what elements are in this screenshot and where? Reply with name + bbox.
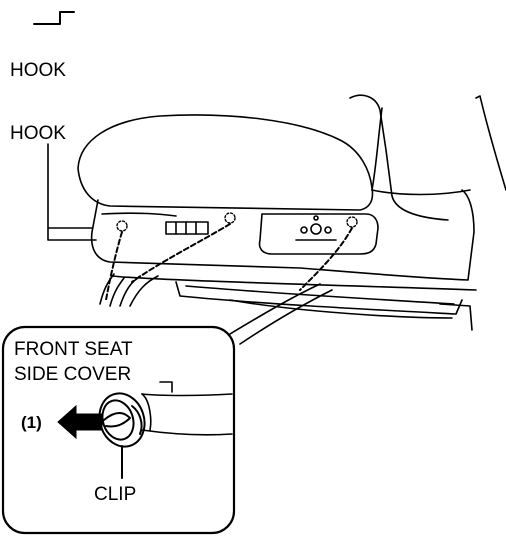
front-seat-side-cover-label-line2: SIDE COVER [14, 364, 132, 385]
clip-label: CLIP [94, 484, 137, 505]
side-cover-body [90, 189, 475, 281]
control-panel [258, 213, 379, 255]
inset-cover-edge [159, 381, 173, 393]
hook-legend-symbol [33, 11, 75, 25]
front-seat-side-cover-label-line1: FRONT SEAT [14, 339, 133, 360]
clip-position-1 [116, 220, 128, 232]
detail-inset-frame [1, 325, 236, 535]
clip-position-3 [346, 216, 358, 228]
knob-main [310, 223, 322, 235]
hook-legend-label: HOOK [10, 60, 66, 81]
hook-bracket [47, 143, 97, 241]
clip-drawing [98, 392, 146, 479]
clip-position-2 [224, 212, 236, 224]
seat-back [349, 94, 449, 221]
seat-cushion [77, 114, 374, 211]
hook-label: HOOK [10, 123, 66, 144]
seat-back-right [475, 95, 506, 191]
seat-rail [111, 275, 477, 291]
step-number-label: (1) [21, 413, 42, 432]
removal-arrow-icon [57, 404, 103, 440]
seat-switch [165, 221, 209, 235]
